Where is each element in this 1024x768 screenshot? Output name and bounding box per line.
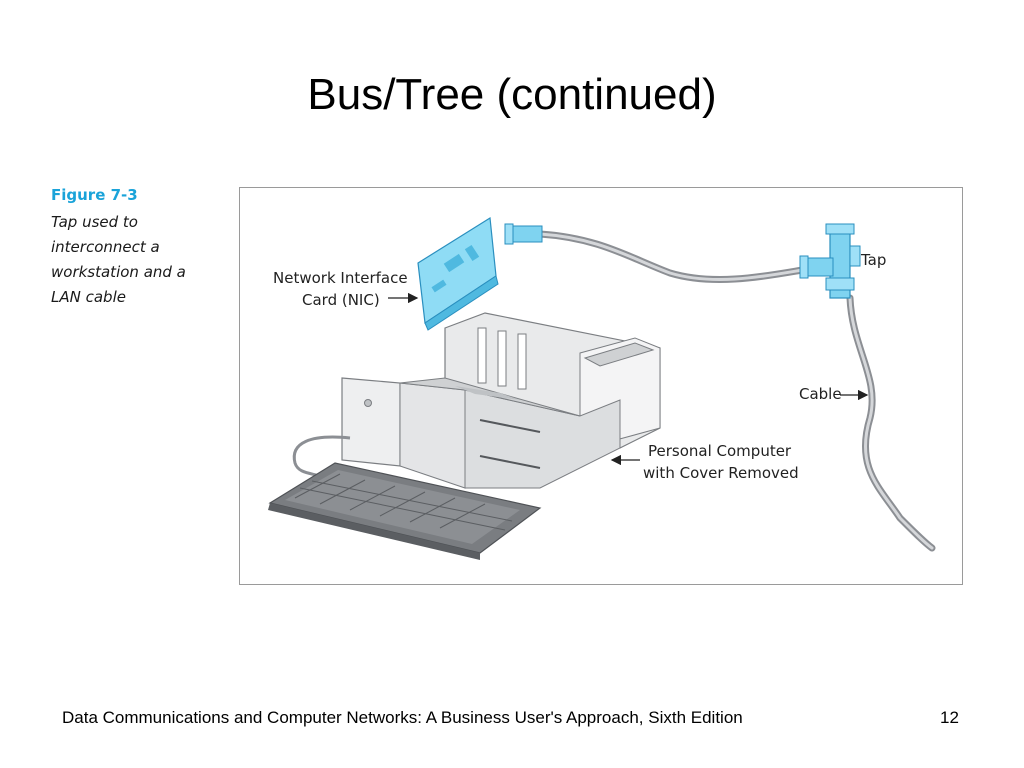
tap-connector (799, 223, 861, 299)
nic-label-line2: Card (NIC) (302, 291, 380, 309)
nic-label-line1: Network Interface (273, 269, 408, 287)
keyboard (268, 462, 542, 560)
nic-card (417, 216, 499, 331)
pc-label-line1: Personal Computer (648, 442, 792, 460)
tap-diagram: Network Interface Card (NIC) Tap Cable P… (268, 216, 936, 560)
pc-chassis (341, 312, 661, 489)
pc-label-line2: with Cover Removed (643, 464, 799, 482)
page-number: 12 (940, 708, 959, 727)
figure-illustration: Network Interface Card (NIC) Tap Cable P… (239, 187, 963, 585)
figure-caption: Figure 7-3 Tap used to interconnect a wo… (51, 186, 221, 310)
slide-title: Bus/Tree (continued) (307, 70, 717, 119)
lan-cable (846, 294, 936, 552)
tap-label: Tap (860, 251, 886, 269)
nic-connector (504, 223, 543, 245)
cable-label: Cable (799, 385, 842, 403)
keyboard-cable (292, 435, 351, 478)
slide-footer: Data Communications and Computer Network… (62, 708, 743, 727)
figure-caption-text: Tap used to interconnect a workstation a… (51, 213, 186, 306)
figure-number: Figure 7-3 (51, 186, 138, 204)
